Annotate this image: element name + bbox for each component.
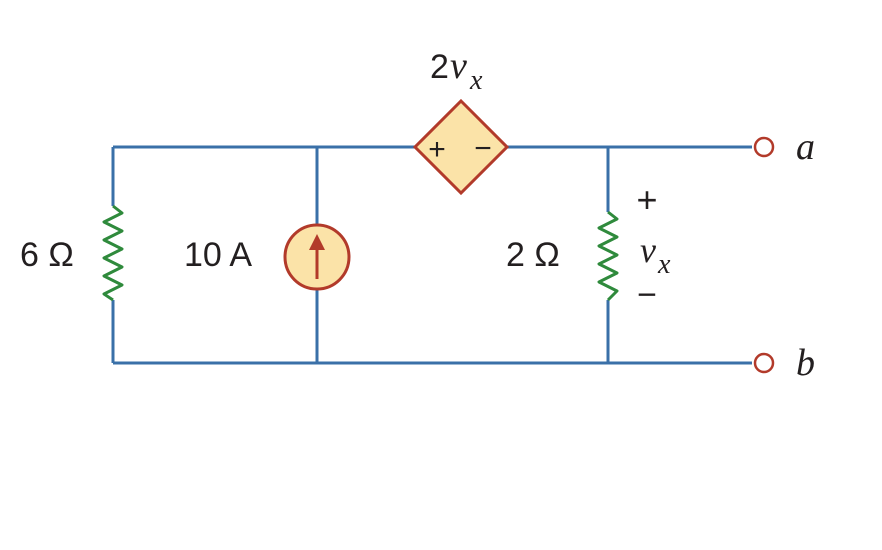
diamond-voltage-source-icon (412, 98, 510, 196)
vx-plus-sign: + (636, 179, 657, 220)
terminal-b-icon (753, 352, 775, 374)
vx-var: v (640, 230, 656, 270)
zigzag-resistor-icon (597, 210, 619, 302)
resistor-6-ohm-label: 6 Ω (20, 236, 74, 274)
current-source (283, 223, 351, 291)
vx-label: v x (640, 230, 671, 280)
dep-sub: x (469, 65, 483, 96)
vx-sub: x (657, 249, 671, 280)
up-arrow-icon (309, 234, 325, 279)
terminal-a-label: a (796, 126, 815, 168)
wires (111, 145, 752, 365)
dependent-voltage-source: + − (412, 98, 510, 196)
terminal-a-icon (753, 136, 775, 158)
resistor-2-ohm-label: 2 Ω (506, 236, 560, 274)
vx-minus-sign: − (637, 276, 657, 314)
dep-source-plus-sign: + (428, 133, 446, 166)
dependent-source-value-label: 2 v x (430, 45, 483, 96)
current-source-label: 10 A (184, 236, 252, 274)
dep-var: v (450, 45, 467, 87)
dep-source-minus-sign: − (474, 132, 492, 165)
terminal-b-label: b (796, 342, 815, 384)
dep-coef: 2 (430, 48, 449, 86)
zigzag-resistor-icon (102, 204, 124, 302)
